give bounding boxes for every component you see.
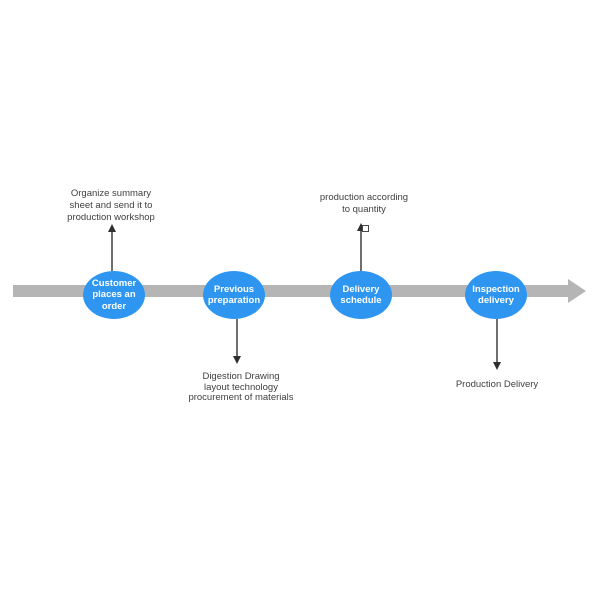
annotation-line: Organize summary	[70, 188, 152, 199]
node-label-line: Customer	[91, 277, 137, 289]
annotation-digestion-drawing: Digestion Drawing layout technology proc…	[156, 371, 326, 404]
selection-handle-square[interactable]	[362, 225, 369, 232]
node-label-line: delivery	[478, 295, 514, 306]
connector-inspection-delivery-down	[496, 319, 498, 362]
arrow-down-icon	[493, 362, 501, 370]
arrow-down-icon	[233, 356, 241, 364]
node-label-line: order	[101, 300, 127, 312]
annotation-line: procurement of materials	[188, 392, 294, 403]
arrow-up-icon	[357, 223, 365, 231]
node-customer-places-an-order[interactable]: Customer places an order	[83, 271, 145, 319]
annotation-organize-summary: Organize summary sheet and send it to pr…	[26, 188, 196, 224]
annotation-line: Production Delivery	[455, 379, 539, 390]
node-label-line: places an	[92, 289, 136, 301]
annotation-line: to quantity	[342, 204, 386, 215]
timeline-arrowhead-icon	[568, 279, 586, 303]
connector-previous-preparation-down	[236, 319, 238, 356]
connector-delivery-schedule-up	[360, 229, 362, 272]
arrow-up-icon	[108, 224, 116, 232]
node-label-line: Inspection	[472, 283, 520, 295]
node-previous-preparation[interactable]: Previous preparation	[203, 271, 265, 319]
annotation-production-according: production according to quantity	[279, 192, 449, 216]
node-label-line: Delivery	[342, 283, 380, 295]
annotation-line: Digestion Drawing	[202, 371, 280, 382]
node-delivery-schedule[interactable]: Delivery schedule	[330, 271, 392, 319]
node-inspection-delivery[interactable]: Inspection delivery	[465, 271, 527, 319]
annotation-line: sheet and send it to	[69, 200, 153, 211]
node-label-line: schedule	[340, 295, 382, 306]
annotation-production-delivery: Production Delivery	[412, 379, 582, 391]
annotation-line: production workshop	[67, 212, 155, 223]
connector-customer-order-up	[111, 230, 113, 271]
annotation-line: layout technology	[204, 381, 278, 393]
node-label-line: preparation	[207, 295, 261, 306]
timeline-bar	[13, 285, 568, 297]
node-label-line: Previous	[213, 283, 255, 295]
annotation-line: production according	[319, 192, 409, 203]
